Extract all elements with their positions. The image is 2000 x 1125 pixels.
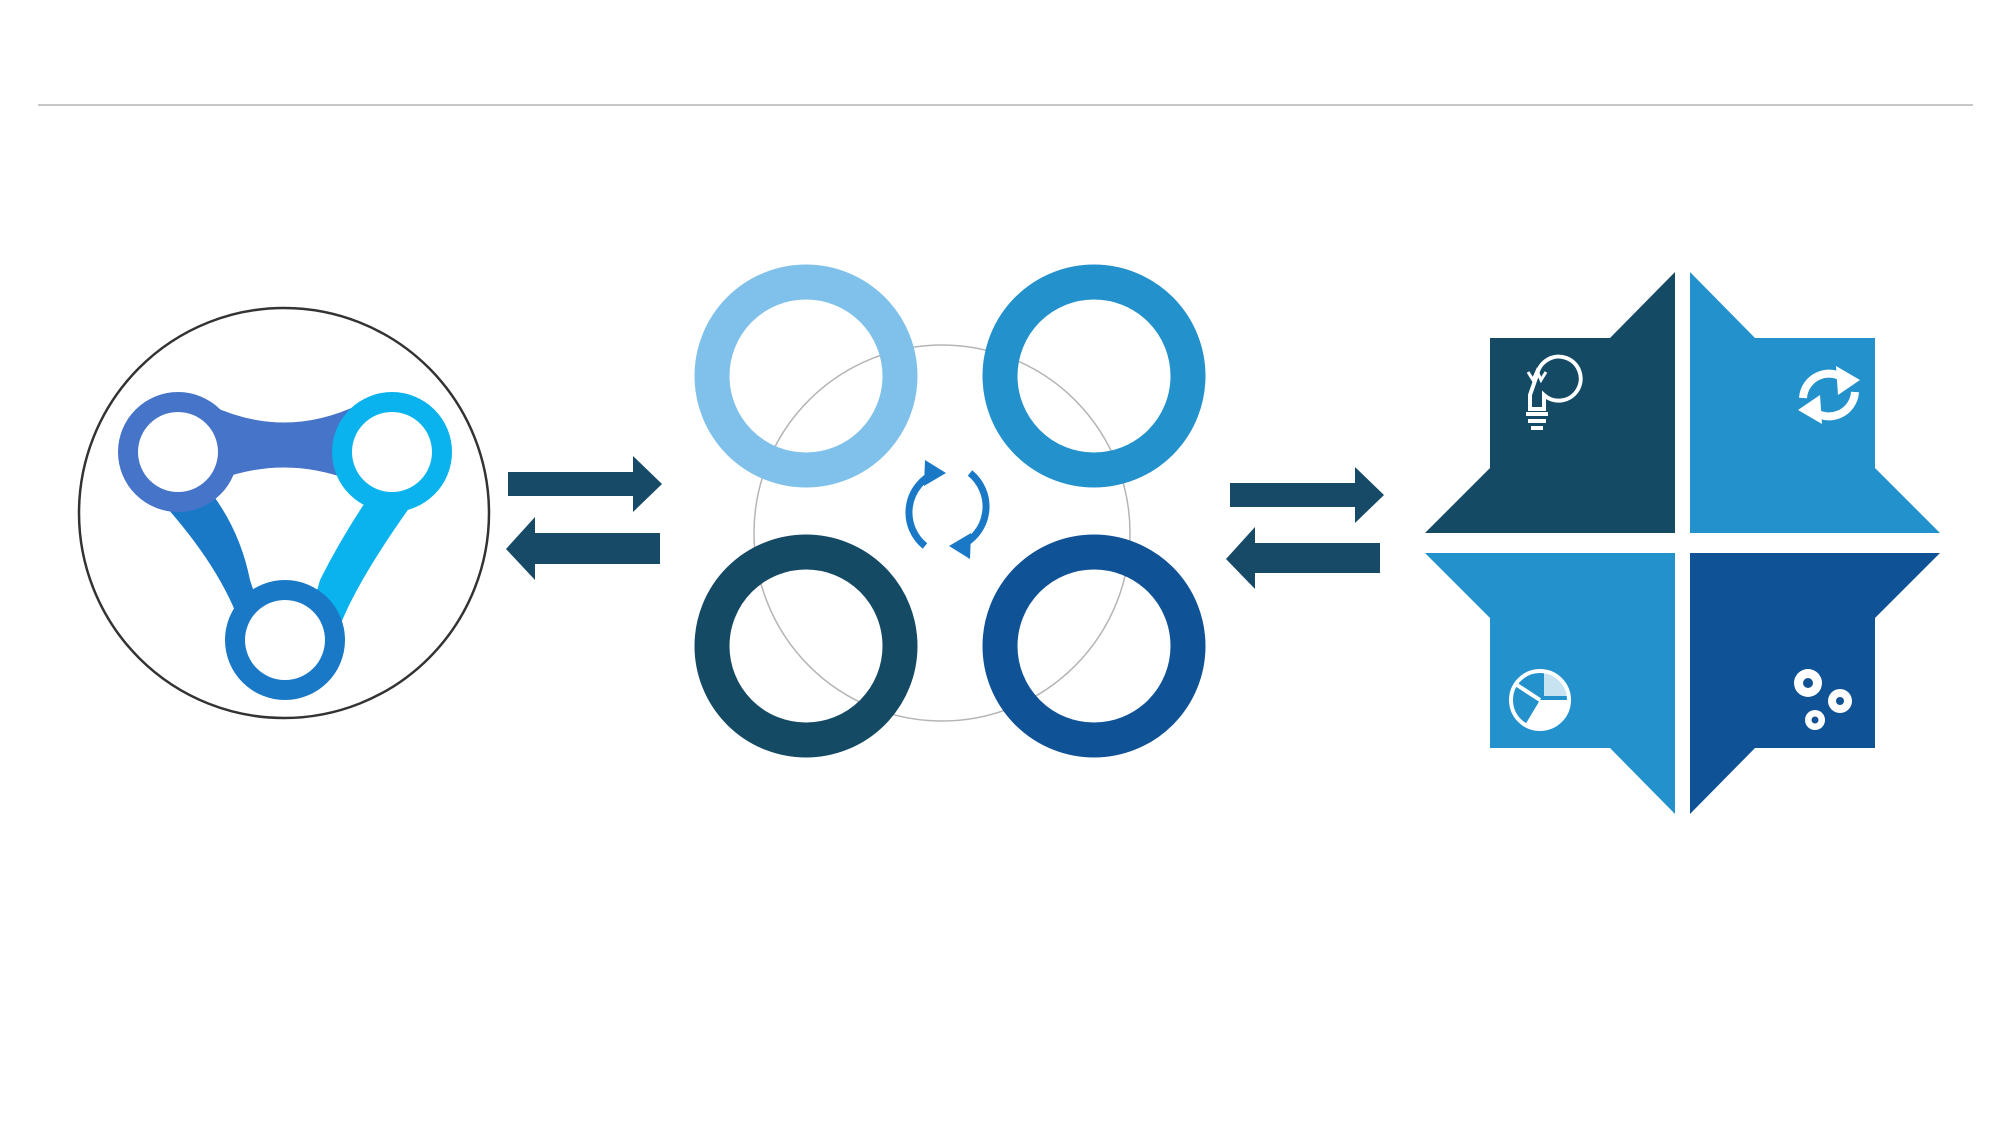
cycle-arrowhead-right [949,533,971,559]
bulb-base-2 [1528,419,1546,423]
arrow-right-right [1230,467,1384,523]
header-divider [38,104,1973,106]
arrow-right-left [508,456,662,512]
gear-small-hole [1811,716,1819,724]
gear-medium-hole [1836,697,1844,705]
rings-background-circle [753,344,1131,722]
ring-bottom-right [982,534,1206,758]
bidirectional-arrows-icon-right [1226,467,1384,589]
trefoil-hole-right [352,412,432,492]
refresh-arrow-top [1836,366,1860,395]
ring-bottom-left [694,534,918,758]
trefoil-hole-bottom [245,600,325,680]
trefoil-top-bridge [210,405,358,480]
pie-divider [1515,683,1542,702]
pie-slice-filled [1525,700,1570,730]
bulb-base-1 [1526,412,1548,416]
bulb-filament [1526,367,1548,384]
arrow-left-left [506,517,660,580]
pie-slice-hatched [1544,671,1569,696]
trefoil-hole-left [138,412,218,492]
ring-top-right [982,264,1206,488]
cycle-arc-left [905,469,937,549]
quadrant-top-left [1425,272,1675,533]
gear-large-hole [1803,678,1813,688]
refresh-icon [1798,366,1860,424]
ring-top-left [694,264,918,488]
cycle-rings-group [694,264,1206,758]
arrow-left-right [1226,527,1380,589]
cycle-arrowhead-left [924,460,946,486]
bulb-glass [1528,354,1583,411]
lightbulb-icon [1526,354,1583,430]
bulb-base-3 [1531,426,1543,430]
refresh-arrow-bottom [1798,395,1822,424]
bidirectional-arrows-icon-left [506,456,662,580]
refresh-cycle-icon [905,460,990,559]
trefoil-network-icon [77,306,491,720]
trefoil-outline-circle [77,306,491,720]
pie-chart-icon [1509,669,1571,731]
gears-icon [1794,669,1852,730]
quadrant-star [1425,272,1940,814]
cycle-arc-right [958,470,990,550]
